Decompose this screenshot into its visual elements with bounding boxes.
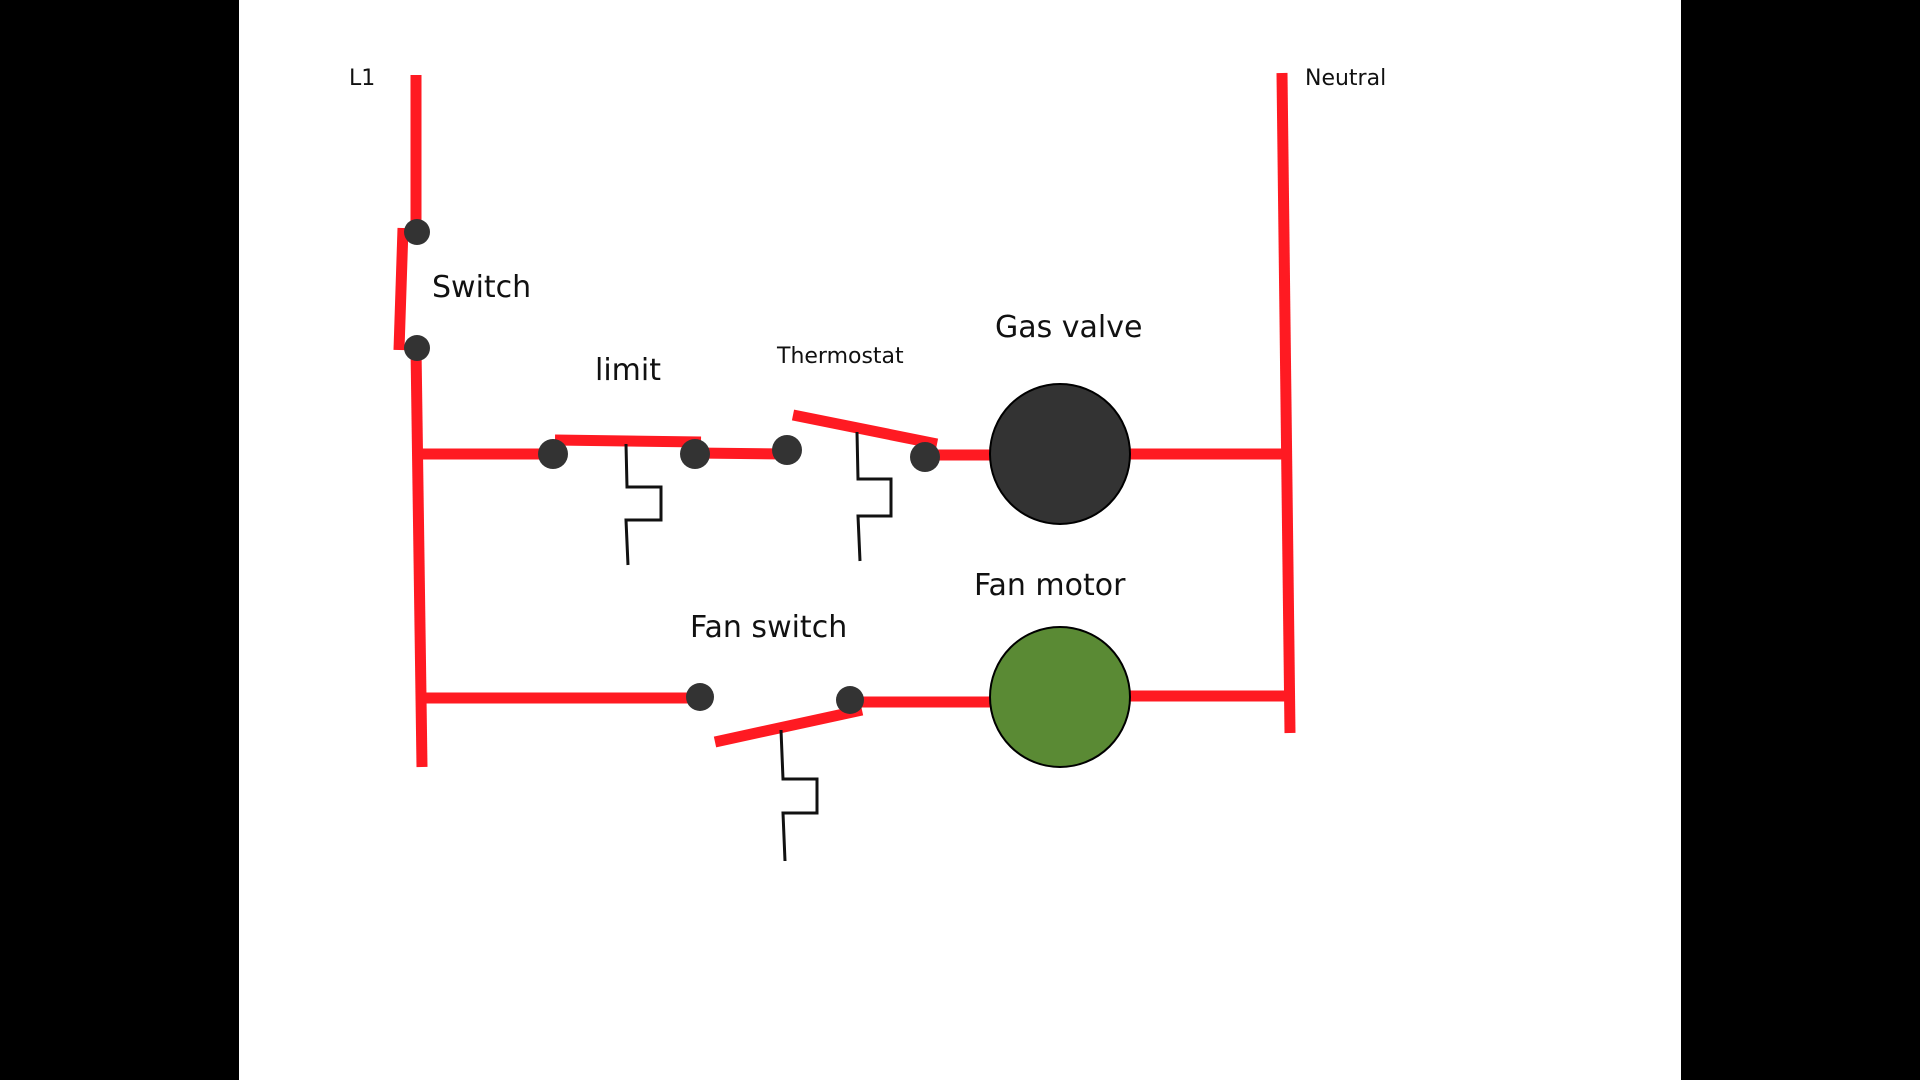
fan-switch-terminal-right-icon [836,686,864,714]
limit-label: limit [595,353,661,388]
main-switch-blade [393,227,409,351]
thermostat-terminal-right-icon [910,442,940,472]
fan-switch-actuator-icon [779,729,819,862]
thermostat-actuator-icon [855,431,893,562]
gas-valve-icon [989,383,1131,525]
thermostat-terminal-left-icon [772,435,802,465]
limit-terminal-left-icon [538,439,568,469]
rung1-wire-limit-thermostat [694,447,787,460]
neutral-rail [1276,72,1296,734]
thermostat-blade [791,409,939,450]
l1-rail-bottom [410,347,428,768]
fan-motor-icon [989,626,1131,768]
switch-terminal-top-icon [404,219,430,245]
limit-blade [554,434,702,448]
switch-terminal-bottom-icon [404,335,430,361]
fan-switch-label: Fan switch [690,610,848,645]
fan-switch-blade [713,704,864,748]
neutral-label: Neutral [1305,66,1387,91]
l1-label: L1 [349,66,376,91]
gas-valve-label: Gas valve [995,310,1143,345]
fan-switch-terminal-left-icon [686,683,714,711]
switch-label: Switch [432,270,532,305]
limit-terminal-right-icon [680,439,710,469]
slide-canvas [239,0,1681,1080]
fan-motor-label: Fan motor [974,568,1126,603]
limit-actuator-icon [624,443,663,566]
thermostat-label: Thermostat [777,344,904,369]
